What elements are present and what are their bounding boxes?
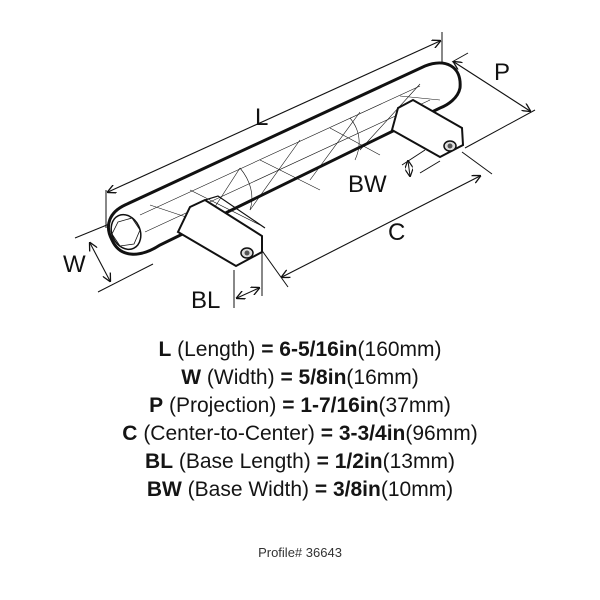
spec-equals: =	[280, 366, 293, 389]
spec-code: W	[181, 366, 202, 389]
spec-mm: (37mm)	[378, 394, 451, 417]
label-P: P	[494, 59, 510, 86]
label-W: W	[63, 251, 86, 278]
spec-code: C	[122, 422, 138, 445]
spec-base-width: BW (Base Width) = 3/8in(10mm)	[0, 476, 600, 504]
spec-inch: 1-7/16in	[300, 394, 379, 417]
spec-name: (Length)	[177, 338, 256, 361]
spec-equals: =	[316, 450, 329, 473]
pull-dimension-diagram: L P BW C W BL	[63, 32, 536, 314]
profile-number: Profile# 36643	[258, 545, 342, 560]
spec-code: P	[149, 394, 164, 417]
spec-center-to-center: C (Center-to-Center) = 3-3/4in(96mm)	[0, 420, 600, 448]
spec-inch: 5/8in	[298, 366, 347, 389]
spec-inch: 3/8in	[332, 478, 381, 501]
spec-inch: 6-5/16in	[279, 338, 358, 361]
spec-mm: (160mm)	[357, 338, 442, 361]
spec-inch: 1/2in	[334, 450, 383, 473]
spec-mm: (96mm)	[405, 422, 478, 445]
label-BL: BL	[191, 287, 220, 314]
spec-name: (Base Length)	[178, 450, 311, 473]
spec-code: L	[158, 338, 172, 361]
spec-code: BL	[145, 450, 174, 473]
spec-length: L (Length) = 6-5/16in(160mm)	[0, 336, 600, 364]
spec-mm: (10mm)	[380, 478, 454, 501]
spec-equals: =	[314, 478, 328, 501]
label-L: L	[255, 104, 268, 131]
bar-pull-drawing-icon: L P BW C W BL	[63, 32, 536, 314]
spec-projection: P (Projection) = 1-7/16in(37mm)	[0, 392, 600, 420]
spec-name: (Projection)	[168, 394, 277, 417]
label-C: C	[388, 219, 405, 246]
spec-base-length: BL (Base Length) = 1/2in(13mm)	[0, 448, 600, 476]
spec-name: (Center-to-Center)	[143, 422, 315, 445]
label-BW: BW	[348, 171, 387, 198]
dimension-specs: L (Length) = 6-5/16in(160mm) W (Width) =…	[0, 336, 600, 504]
spec-inch: 3-3/4in	[338, 422, 406, 445]
spec-code: BW	[146, 478, 182, 501]
spec-equals: =	[282, 394, 295, 417]
spec-equals: =	[261, 338, 274, 361]
spec-name: (Width)	[206, 366, 275, 389]
spec-mm: (13mm)	[382, 450, 455, 473]
spec-name: (Base Width)	[187, 478, 310, 501]
spec-width: W (Width) = 5/8in(16mm)	[0, 364, 600, 392]
spec-equals: =	[320, 422, 333, 445]
spec-mm: (16mm)	[346, 366, 419, 389]
